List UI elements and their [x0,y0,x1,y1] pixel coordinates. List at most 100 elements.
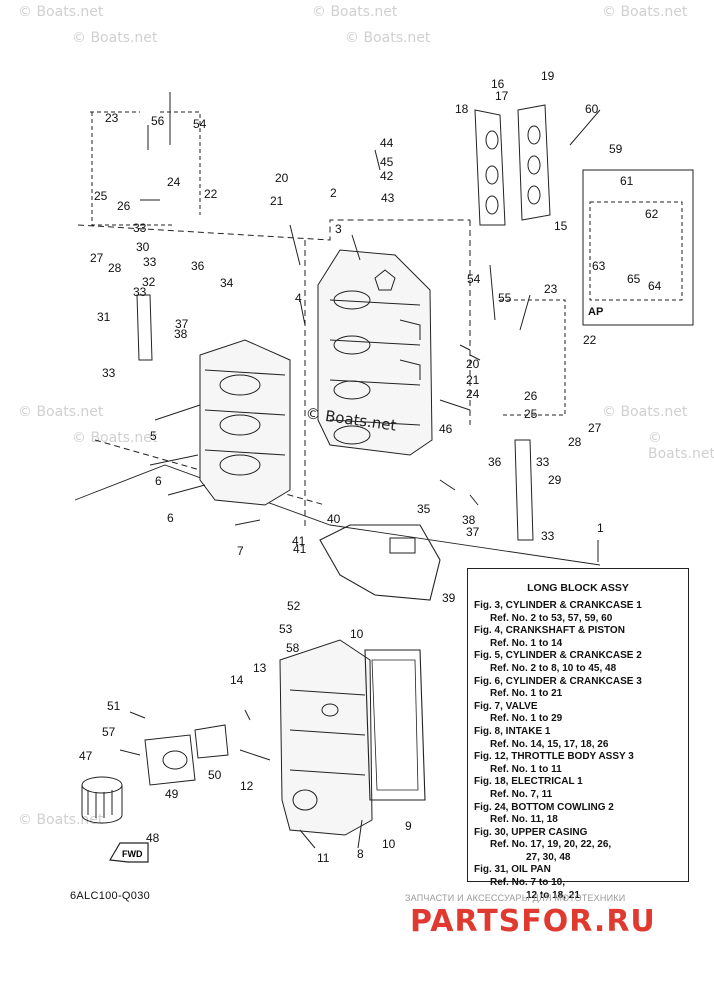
part-callout: 14 [230,673,244,687]
part-callout: 53 [279,622,293,636]
part-callout: 52 [287,599,301,613]
part-callout: 12 [240,779,254,793]
legend-ref: Ref. No. 1 to 29 [490,713,563,725]
legend-ref: Ref. No. 2 to 53, 57, 59, 60 [490,612,613,624]
long-block-legend: LONG BLOCK ASSY Fig. 3, CYLINDER & CRANK… [467,568,689,901]
legend-ref: 12 to 18, 21 [526,889,580,901]
part-callout: 33 [143,255,157,269]
legend-fig: Fig. 8, INTAKE 1 [474,725,551,737]
part-callout: 21 [270,194,284,208]
part-callout: 41 [292,534,306,548]
part-callout: 54 [467,272,481,286]
part-callout: 51 [107,699,121,713]
part-callout: 43 [381,191,395,205]
part-callout: 6 [155,474,162,488]
part-callout: 36 [191,259,205,273]
inset-label: AP [588,306,604,318]
legend-title: LONG BLOCK ASSY [527,582,629,594]
legend-ref: 27, 30, 48 [526,851,571,863]
watermark: © Boats.net [72,430,158,446]
legend-fig: Fig. 12, THROTTLE BODY ASSY 3 [474,751,634,763]
legend-fig: Fig. 18, ELECTRICAL 1 [474,776,583,788]
part-callout: 22 [583,333,597,347]
part-callout: 22 [204,187,218,201]
part-callout: 13 [253,661,267,675]
part-callout: 2 [330,186,337,200]
part-callout: 59 [609,142,623,156]
part-callout: 48 [146,831,160,845]
watermark: © Boats.net [648,430,714,462]
part-callout: 17 [495,89,509,103]
part-callout: 37 [175,317,189,331]
part-callout: 25 [524,407,538,421]
part-callout: 33 [536,455,550,469]
part-callout: 27 [588,421,602,435]
part-callout: 21 [466,373,480,387]
part-callout: 64 [648,279,662,293]
legend-ref: Ref. No. 17, 19, 20, 22, 26, [490,839,612,851]
part-callout: 20 [275,171,289,185]
part-callout: 4 [295,291,302,305]
legend-fig: Fig. 6, CYLINDER & CRANKCASE 3 [474,675,642,687]
part-callout: 27 [90,251,104,265]
part-callout: 38 [174,327,188,341]
brand-logo: PARTSFOR.RU [410,904,656,939]
part-callout: 55 [498,291,512,305]
part-callout: 1 [597,521,604,535]
part-callout: 18 [455,102,469,116]
part-callout: 20 [466,357,480,371]
legend-ref: Ref. No. 7, 11 [490,788,553,800]
part-callout: 63 [592,259,606,273]
part-callout: 25 [94,189,108,203]
part-callout: 33 [133,285,147,299]
legend-ref: Ref. No. 1 to 14 [490,637,563,649]
part-callout: 29 [548,473,562,487]
part-callout: 3 [335,222,342,236]
legend-fig: Fig. 4, CRANKSHAFT & PISTON [474,625,625,637]
part-callout: 58 [286,641,300,655]
legend-ref: Ref. No. 11, 18 [490,814,558,826]
legend-fig: Fig. 30, UPPER CASING [474,826,588,838]
legend-ref: Ref. No. 14, 15, 17, 18, 26 [490,738,609,750]
part-callout: 50 [208,768,222,782]
part-callout: 46 [439,422,453,436]
part-callout: 23 [105,111,119,125]
legend-fig: Fig. 7, VALVE [474,700,538,712]
legend-fig: Fig. 24, BOTTOM COWLING 2 [474,801,614,813]
part-callout: 9 [405,819,412,833]
legend-ref: Ref. No. 1 to 21 [490,688,563,700]
part-callout: 33 [541,529,555,543]
part-callout: 47 [79,749,93,763]
part-callout: 11 [317,851,330,865]
watermark: © Boats.net [18,4,104,20]
part-callout: 37 [466,525,480,539]
part-callout: 6 [167,511,174,525]
part-callout: 40 [327,512,341,526]
watermark: © Boats.net [345,30,431,46]
legend-ref: Ref. No. 1 to 11 [490,763,562,775]
legend-fig: Fig. 3, CYLINDER & CRANKCASE 1 [474,600,642,611]
part-callout: 34 [220,276,234,290]
watermark: © Boats.net [602,404,688,420]
part-callout: 65 [627,272,641,286]
legend-fig: Fig. 31, OIL PAN [474,864,551,876]
part-callout: 10 [382,837,396,851]
part-callout: 54 [193,117,207,131]
watermark: © Boats.net [312,4,398,20]
part-callout: 44 [380,136,394,150]
part-callout: 10 [350,627,364,641]
watermark: © Boats.net [602,4,688,20]
part-callout: 15 [554,219,568,233]
watermark: © Boats.net [18,404,104,420]
part-callout: 60 [585,102,599,116]
part-callout: 39 [442,591,456,605]
part-callout: 33 [102,366,116,380]
diagram-code: 6ALC100-Q030 [70,890,151,902]
part-callout: 28 [108,261,122,275]
part-callout: 19 [541,69,555,83]
part-callout: 5 [150,429,157,443]
brand-caption: ЗАПЧАСТИ И АКСЕССУАРЫ ДЛЯ МОТОТЕХНИКИ [405,893,626,903]
part-callout: 16 [491,77,505,91]
